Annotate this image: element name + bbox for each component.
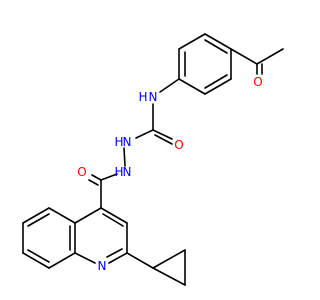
bond-hydrazine-carbonyl <box>100 173 118 181</box>
hydrazine-n1-label: N <box>123 135 132 149</box>
bond-acetyl-ring <box>230 48 258 65</box>
bond-methyl-carbonyl <box>256 48 284 65</box>
bond-carbonyl-o-double <box>88 179 99 186</box>
atom-label-layer: O N H O N H N H O N <box>77 75 262 273</box>
bond-benzene-2 <box>178 33 206 50</box>
bond-quinoline-c2-n-inner <box>106 248 123 258</box>
bond-benzene-1-inner <box>204 39 228 54</box>
bond-benzene-4 <box>178 78 206 95</box>
quinoline-nitrogen-label: N <box>98 259 107 273</box>
bond-layer <box>22 33 284 286</box>
bond-c2-cyclopropyl <box>126 252 154 269</box>
bond-benzene-1 <box>204 33 232 50</box>
bond-urea-carbon-hydrazine <box>135 129 154 139</box>
bond-hydrazine-nn <box>123 147 126 167</box>
bond-quinoline-n-c8a <box>74 252 96 264</box>
bond-quinoline-c4a-c4 <box>74 207 102 224</box>
bond-benzo-5 <box>48 252 76 269</box>
hydrazine-n2-label: N <box>123 165 132 179</box>
ketone-oxygen-label: O <box>253 75 262 89</box>
bond-cyclopropyl-1 <box>152 249 186 269</box>
bond-quinoline-c4-c3 <box>100 207 128 224</box>
bond-benzo-2-inner <box>27 213 50 227</box>
bond-quinoline-c2-n <box>108 252 128 264</box>
bond-benzene-5 <box>204 78 232 95</box>
bond-benzene-5-inner <box>204 74 228 89</box>
bond-benzo-1 <box>48 207 76 224</box>
amide-nh-label: N <box>149 90 158 104</box>
urea-oxygen-label: O <box>174 138 183 152</box>
bond-carbonyl-o <box>91 174 102 181</box>
bond-cyclopropyl-3 <box>152 267 186 286</box>
bond-urea-carbon-oxygen <box>152 129 173 140</box>
bond-benzo-4 <box>22 252 50 269</box>
bond-urea-carbon-oxygen-double <box>154 134 173 145</box>
bond-ring-nh <box>159 78 180 93</box>
bond-benzo-2 <box>22 207 50 224</box>
hydrazine-n1-h-label: H <box>114 135 123 149</box>
carbonyl-oxygen-label: O <box>77 165 86 179</box>
hydrazine-n2-h-label: H <box>114 165 123 179</box>
bond-benzo-4-inner <box>27 249 50 263</box>
amide-nh-h-label: H <box>138 90 147 104</box>
chemical-structure-diagram: O N H O N H N H O N <box>22 33 284 286</box>
bond-quinoline-c4-c3-inner <box>102 213 124 227</box>
